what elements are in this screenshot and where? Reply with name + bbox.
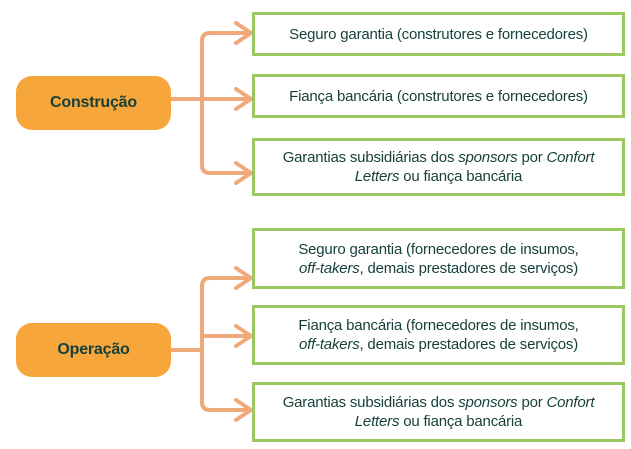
item-box-seguro-garantia-construcao: Seguro garantia (construtores e forneced… (252, 12, 625, 56)
arrowhead-icon (234, 324, 253, 348)
stage-node-operacao: Operação (16, 323, 171, 377)
item-box-fianca-bancaria-construcao: Fiança bancária (construtores e forneced… (252, 74, 625, 118)
arrowhead-icon (234, 398, 253, 422)
arrowhead-icon (234, 21, 253, 45)
item-box-garantias-subsidiarias-operacao: Garantias subsidiárias dos sponsors por … (252, 382, 625, 442)
operacao-connector-lines (171, 266, 253, 422)
item-box-seguro-garantia-operacao: Seguro garantia (fornecedores de insumos… (252, 228, 625, 289)
construcao-connector-lines (171, 21, 253, 185)
arrowhead-icon (234, 266, 253, 290)
arrowhead-icon (234, 161, 253, 185)
item-box-garantias-subsidiarias-construcao: Garantias subsidiárias dos sponsors por … (252, 138, 625, 196)
item-box-fianca-bancaria-operacao: Fiança bancária (fornecedores de insumos… (252, 305, 625, 365)
arrowhead-icon (234, 87, 253, 111)
stage-node-construcao: Construção (16, 76, 171, 130)
